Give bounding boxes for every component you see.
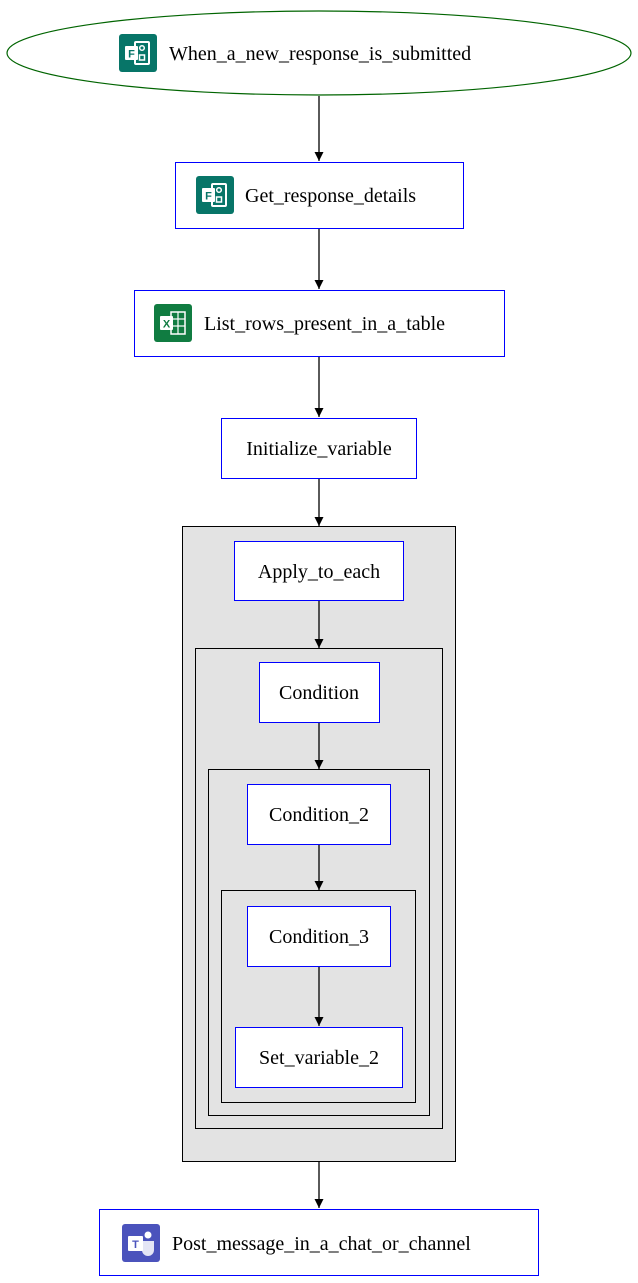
initialize-variable-node[interactable]: Initialize_variable <box>221 418 417 479</box>
trigger-node[interactable]: F When_a_new_response_is_submitted <box>6 10 632 96</box>
condition-2-node[interactable]: Condition_2 <box>247 784 391 845</box>
post-message-label: Post_message_in_a_chat_or_channel <box>172 1233 471 1255</box>
set-variable-2-node[interactable]: Set_variable_2 <box>235 1027 403 1088</box>
initialize-variable-label: Initialize_variable <box>246 438 392 460</box>
condition-3-node[interactable]: Condition_3 <box>247 906 391 967</box>
get-response-details-label: Get_response_details <box>245 185 416 207</box>
svg-text:T: T <box>132 1239 139 1251</box>
condition-node[interactable]: Condition <box>259 662 380 723</box>
microsoft-forms-icon: F <box>119 34 157 72</box>
get-response-details-node[interactable]: F Get_response_details <box>175 162 464 229</box>
set-variable-2-label: Set_variable_2 <box>259 1047 379 1069</box>
condition-3-label: Condition_3 <box>269 926 369 948</box>
svg-text:F: F <box>128 49 135 61</box>
svg-text:X: X <box>163 319 171 331</box>
microsoft-teams-icon: T <box>122 1224 160 1262</box>
list-rows-label: List_rows_present_in_a_table <box>204 313 445 335</box>
apply-to-each-label: Apply_to_each <box>258 561 380 583</box>
post-message-node[interactable]: T Post_message_in_a_chat_or_channel <box>99 1209 539 1276</box>
svg-text:F: F <box>205 191 212 203</box>
excel-icon: X <box>154 304 192 342</box>
apply-to-each-node[interactable]: Apply_to_each <box>234 541 404 601</box>
trigger-label: When_a_new_response_is_submitted <box>169 43 471 65</box>
condition-label: Condition <box>279 682 359 704</box>
microsoft-forms-icon: F <box>196 176 234 214</box>
list-rows-node[interactable]: X List_rows_present_in_a_table <box>134 290 505 357</box>
condition-2-label: Condition_2 <box>269 804 369 826</box>
